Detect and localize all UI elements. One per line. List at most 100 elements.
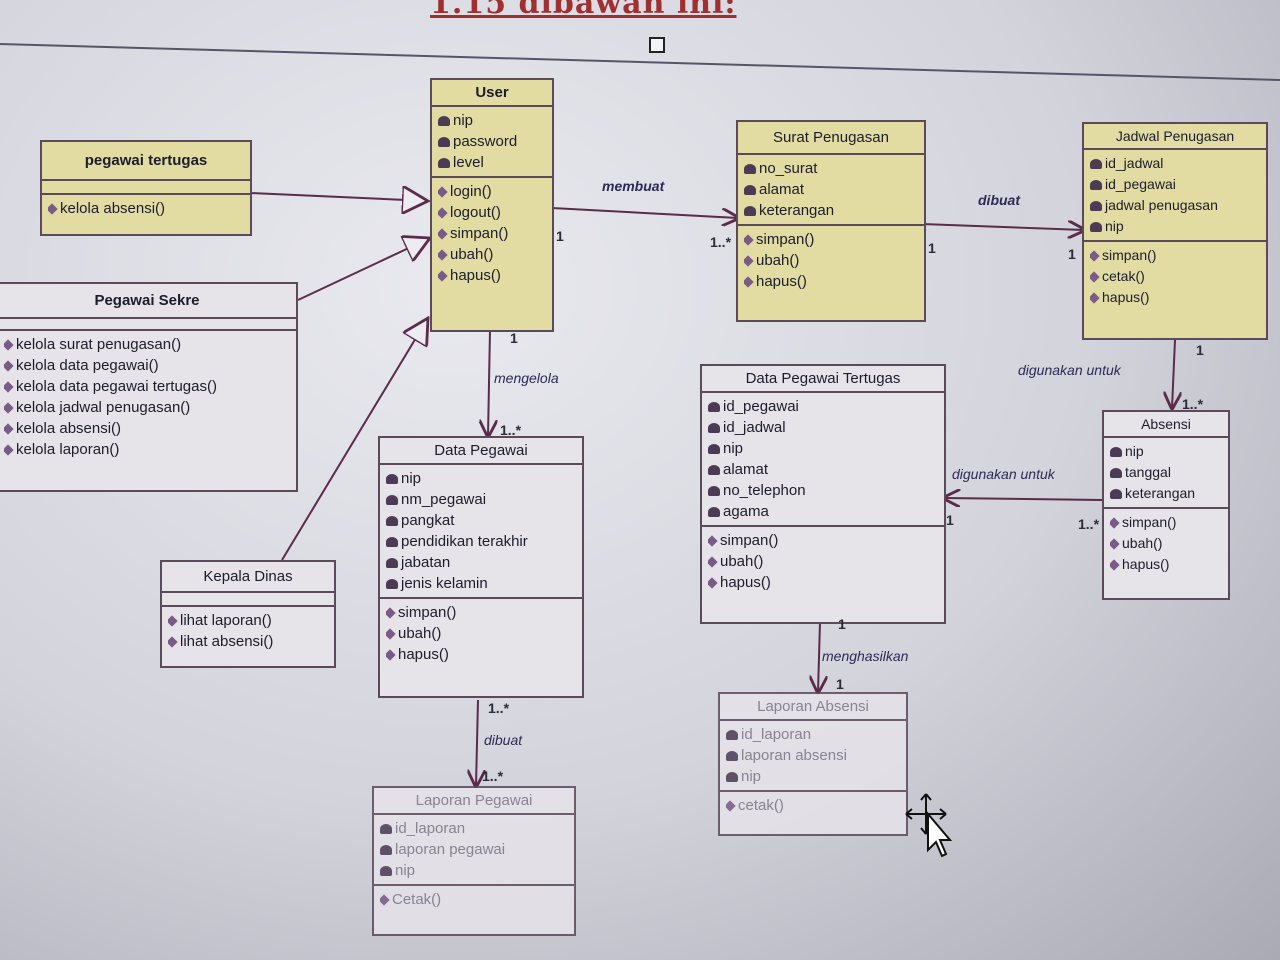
attribute-icon <box>1110 468 1122 479</box>
operation-icon <box>438 249 448 261</box>
attribute: agama <box>708 501 938 522</box>
class-laporan-absensi[interactable]: Laporan Absensi id_laporan laporan absen… <box>718 692 908 836</box>
operation: ubah() <box>386 623 576 644</box>
attribute: id_pegawai <box>1090 174 1260 195</box>
attribute-icon <box>708 507 720 518</box>
operation: ubah() <box>744 250 918 271</box>
class-kepala-dinas-attributes <box>162 593 334 607</box>
attribute: id_jadwal <box>708 417 938 438</box>
operation-icon <box>168 636 178 648</box>
attribute: nip <box>1090 216 1260 237</box>
operation: simpan() <box>1090 245 1260 266</box>
operation: kelola data pegawai tertugas() <box>4 376 290 397</box>
class-jadwal-penugasan[interactable]: Jadwal Penugasan id_jadwal id_pegawai ja… <box>1082 122 1268 340</box>
class-pegawai-sekre[interactable]: Pegawai Sekre kelola surat penugasan() k… <box>0 282 298 492</box>
operation-icon <box>4 402 14 414</box>
class-surat-penugasan-attributes: no_surat alamat keterangan <box>738 155 924 226</box>
attribute-icon <box>380 845 392 856</box>
class-laporan-pegawai-attributes: id_laporan laporan pegawai nip <box>374 815 574 886</box>
operation: cetak() <box>1090 266 1260 287</box>
class-laporan-pegawai[interactable]: Laporan Pegawai id_laporan laporan pegaw… <box>372 786 576 936</box>
attribute-icon <box>726 751 738 762</box>
class-data-pegawai-attributes: nip nm_pegawai pangkat pendidikan terakh… <box>380 465 582 599</box>
assoc-dibuat <box>921 224 1084 230</box>
attribute-icon <box>386 516 398 527</box>
selection-handle <box>649 37 665 53</box>
operation: hapus() <box>438 265 546 286</box>
operation: kelola surat penugasan() <box>4 334 290 355</box>
relation-label-dibuat: dibuat <box>978 192 1020 208</box>
class-user[interactable]: User nip password level login() logout()… <box>430 78 554 332</box>
operation: Cetak() <box>380 889 568 910</box>
assoc-jadwal-absensi <box>1172 339 1175 408</box>
attribute-icon <box>744 164 756 175</box>
operation-icon <box>386 607 396 619</box>
multiplicity: 1 <box>838 616 846 632</box>
attribute-icon <box>708 402 720 413</box>
operation-icon <box>1090 271 1100 283</box>
class-absensi-name: Absensi <box>1104 412 1228 438</box>
attribute-icon <box>708 423 720 434</box>
attribute: keterangan <box>1110 483 1222 504</box>
attribute-icon <box>1090 201 1102 212</box>
attribute-icon <box>744 206 756 217</box>
class-surat-penugasan[interactable]: Surat Penugasan no_surat alamat keterang… <box>736 120 926 322</box>
class-data-pegawai-tertugas-attributes: id_pegawai id_jadwal nip alamat no_telep… <box>702 393 944 527</box>
class-data-pegawai[interactable]: Data Pegawai nip nm_pegawai pangkat pend… <box>378 436 584 698</box>
attribute: nm_pegawai <box>386 489 576 510</box>
attribute: jadwal penugasan <box>1090 195 1260 216</box>
operation-icon <box>708 535 718 547</box>
generalization-pegawai-tertugas <box>249 193 428 201</box>
class-user-attributes: nip password level <box>432 107 552 178</box>
attribute-icon <box>1090 222 1102 233</box>
class-pegawai-sekre-operations: kelola surat penugasan() kelola data peg… <box>0 331 296 463</box>
attribute: alamat <box>708 459 938 480</box>
class-data-pegawai-tertugas[interactable]: Data Pegawai Tertugas id_pegawai id_jadw… <box>700 364 946 624</box>
class-absensi[interactable]: Absensi nip tanggal keterangan simpan() … <box>1102 410 1230 600</box>
attribute-icon <box>1110 489 1122 500</box>
class-kepala-dinas[interactable]: Kepala Dinas lihat laporan() lihat absen… <box>160 560 336 668</box>
attribute: jenis kelamin <box>386 573 576 594</box>
class-pegawai-tertugas[interactable]: pegawai tertugas kelola absensi() <box>40 140 252 236</box>
attribute: nip <box>726 766 900 787</box>
operation-icon <box>4 360 14 372</box>
attribute: tanggal <box>1110 462 1222 483</box>
attribute: password <box>438 131 546 152</box>
operation-icon <box>438 228 448 240</box>
class-jadwal-penugasan-attributes: id_jadwal id_pegawai jadwal penugasan ni… <box>1084 150 1266 242</box>
relation-label-digunakan-untuk: digunakan untuk <box>952 466 1055 482</box>
class-data-pegawai-tertugas-operations: simpan() ubah() hapus() <box>702 527 944 596</box>
attribute-icon <box>726 730 738 741</box>
class-laporan-pegawai-name: Laporan Pegawai <box>374 788 574 815</box>
class-laporan-absensi-attributes: id_laporan laporan absensi nip <box>720 721 906 792</box>
operation: lihat absensi() <box>168 631 328 652</box>
operation: cetak() <box>726 795 900 816</box>
operation: ubah() <box>1110 533 1222 554</box>
attribute: id_laporan <box>726 724 900 745</box>
assoc-menghasilkan <box>818 621 820 692</box>
generalization-pegawai-sekre <box>297 238 430 301</box>
operation: simpan() <box>1110 512 1222 533</box>
multiplicity: 1 <box>556 228 564 244</box>
multiplicity: 1 <box>1196 342 1204 358</box>
attribute-icon <box>744 185 756 196</box>
operation-icon <box>744 276 754 288</box>
attribute: nip <box>380 860 568 881</box>
attribute-icon <box>708 444 720 455</box>
multiplicity: 1..* <box>488 700 510 716</box>
attribute: alamat <box>744 179 918 200</box>
attribute-icon <box>708 486 720 497</box>
class-pegawai-sekre-name: Pegawai Sekre <box>0 284 296 319</box>
operation-icon <box>4 444 14 456</box>
operation: logout() <box>438 202 546 223</box>
operation-icon <box>386 649 396 661</box>
assoc-absensi-tertugas <box>944 498 1103 500</box>
attribute-icon <box>1090 180 1102 191</box>
attribute-icon <box>438 116 450 127</box>
attribute-icon <box>1110 447 1122 458</box>
operation-icon <box>4 381 14 393</box>
class-surat-penugasan-operations: simpan() ubah() hapus() <box>738 226 924 295</box>
multiplicity: 1 <box>1068 246 1076 262</box>
operation: hapus() <box>1110 554 1222 575</box>
multiplicity: 1 <box>946 512 954 528</box>
